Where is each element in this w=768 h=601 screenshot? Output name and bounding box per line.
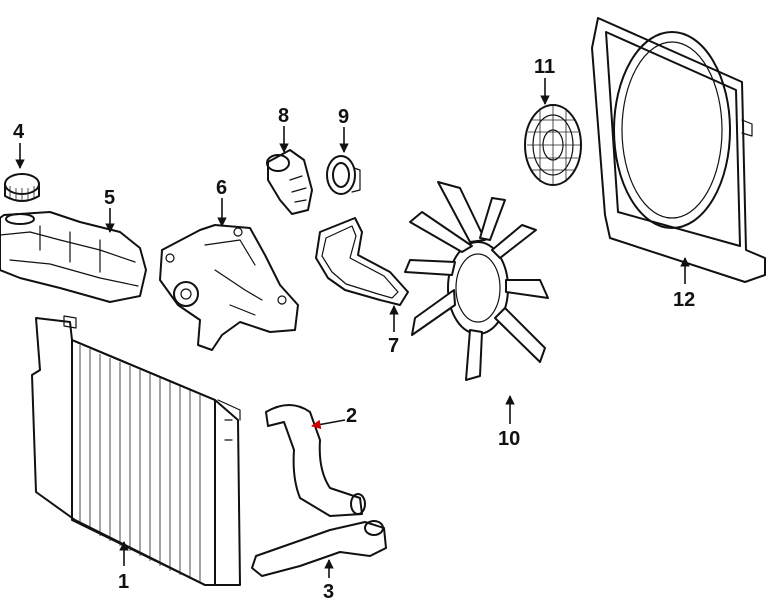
callout-11: 11 bbox=[534, 56, 555, 78]
upper-hose-part bbox=[265, 404, 366, 517]
callout-9: 9 bbox=[338, 106, 349, 128]
coolant-reservoir-part bbox=[0, 211, 147, 303]
callout-10: 10 bbox=[498, 428, 520, 450]
callout-2: 2 bbox=[346, 405, 357, 427]
callout-8: 8 bbox=[278, 105, 289, 127]
callout-5: 5 bbox=[104, 187, 115, 209]
fan-blade-part bbox=[404, 181, 549, 381]
callout-1: 1 bbox=[118, 571, 129, 593]
reservoir-cap-part bbox=[4, 173, 40, 202]
callout-6: 6 bbox=[216, 177, 227, 199]
lower-hose-part bbox=[251, 520, 387, 577]
callout-7: 7 bbox=[388, 335, 399, 357]
leader-2 bbox=[311, 419, 346, 430]
fan-clutch-part bbox=[524, 104, 582, 186]
callout-3: 3 bbox=[323, 581, 334, 601]
seal-ring-part bbox=[326, 155, 361, 195]
radiator-part bbox=[31, 315, 241, 586]
water-pump-part bbox=[159, 224, 299, 351]
callout-12: 12 bbox=[673, 289, 695, 311]
thermostat-part bbox=[266, 149, 313, 215]
callout-4: 4 bbox=[13, 121, 25, 143]
gasket-part bbox=[315, 217, 409, 306]
fan-shroud-part bbox=[591, 17, 766, 283]
